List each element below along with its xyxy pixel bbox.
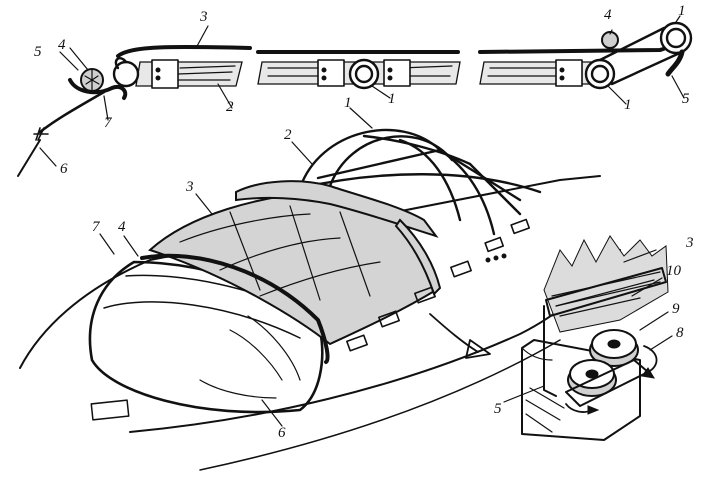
cord-clamp — [33, 127, 49, 141]
label-1-top-right-b: 1 — [624, 97, 632, 113]
label-9-detail: 9 — [672, 301, 680, 317]
detail-arrow — [429, 313, 479, 353]
rope-wrap-left — [68, 78, 128, 100]
rotate-arrow-icon — [643, 345, 658, 373]
cover-line-right — [478, 22, 681, 54]
label-1-top-right-a: 1 — [678, 3, 686, 19]
rope-wrap-right — [665, 49, 685, 77]
label-3-main: 3 — [186, 179, 194, 195]
label-7-top-left: 7 — [104, 115, 112, 131]
label-6-top-left: 6 — [60, 161, 68, 177]
label-2-main: 2 — [284, 127, 292, 143]
cover-roll — [235, 180, 439, 238]
fastener-detail — [503, 235, 673, 441]
label-7-main: 7 — [92, 219, 100, 235]
label-5-detail: 5 — [494, 401, 502, 417]
boat — [19, 107, 621, 471]
label-3-top-left: 3 — [200, 9, 208, 25]
label-1-top-mid: 1 — [388, 91, 396, 107]
round-rod-icon — [80, 68, 104, 92]
round-rod-right-icon — [601, 31, 619, 49]
label-8-detail: 8 — [676, 325, 684, 341]
lace-cord — [38, 90, 106, 134]
cover-line-left — [116, 44, 252, 58]
label-1-main: 1 — [344, 95, 352, 111]
cord-end — [17, 139, 41, 177]
label-5-top-right: 5 — [682, 91, 690, 107]
label-4-top-right: 4 — [604, 7, 612, 23]
label-4-main: 4 — [118, 219, 126, 235]
arrow-head-icon — [465, 339, 491, 359]
label-10-detail: 10 — [666, 263, 681, 279]
label-3-detail: 3 — [686, 235, 694, 251]
label-5-top-left: 5 — [34, 44, 42, 60]
reel-icon — [589, 329, 639, 367]
label-2-top-left: 2 — [226, 99, 234, 115]
label-4-top-left: 4 — [58, 37, 66, 53]
label-6-main: 6 — [278, 425, 286, 441]
cross-section-strip — [17, 15, 693, 177]
